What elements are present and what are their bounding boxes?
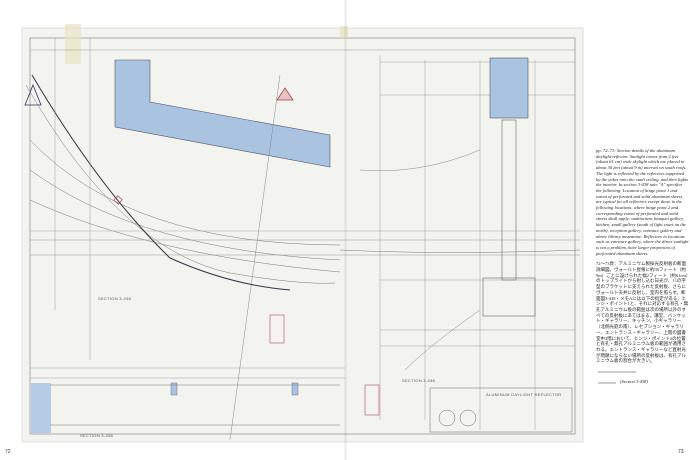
title-block <box>429 387 573 433</box>
tape-mark <box>65 24 81 64</box>
reflector-arc <box>31 74 291 291</box>
section-label: SECTION 3-438 <box>402 378 435 383</box>
scale-bar: (Section 3-438) <box>596 369 688 389</box>
grid-lines <box>30 38 575 430</box>
page-number-right: 73 <box>678 449 684 455</box>
drawing-border <box>29 37 576 435</box>
yoke-bracket <box>482 277 536 317</box>
tape-mark <box>340 26 348 38</box>
bottom-section-blue <box>31 383 51 433</box>
caption-english: pp. 72–73: Section details of the alumin… <box>596 148 689 256</box>
section-label: SECTION 3-438 <box>80 433 113 438</box>
seal-icon <box>438 409 456 427</box>
title-block-text: ALUMINUM DAYLIGHT REFLECTOR <box>486 392 561 397</box>
seal-icon <box>459 409 477 427</box>
caption-column: pp. 72–73: Section details of the alumin… <box>596 148 689 389</box>
section-marker-icon <box>276 87 294 101</box>
caption-japanese: 72～73頁：アルミニウム製採光反射板の断面詳細図。ヴォールト屋根に約30フィー… <box>596 261 689 364</box>
book-gutter <box>344 0 347 460</box>
page-number-left: 72 <box>5 449 11 455</box>
post-detail <box>269 314 285 344</box>
bottom-post-blue <box>170 382 178 396</box>
skylight-section-blue <box>489 57 529 119</box>
hinge-detail-red <box>113 195 123 205</box>
reflector-section-blue <box>114 59 331 168</box>
vault-curves <box>25 74 581 441</box>
post-detail <box>364 384 380 416</box>
support-post <box>501 119 517 281</box>
scale-label: (Section 3-438) <box>620 379 648 385</box>
section-label: SECTION 3-438 <box>98 296 131 301</box>
section-marker-icon <box>24 83 42 106</box>
bottom-post-blue <box>291 382 299 396</box>
scale-bar-graphic <box>598 371 636 384</box>
